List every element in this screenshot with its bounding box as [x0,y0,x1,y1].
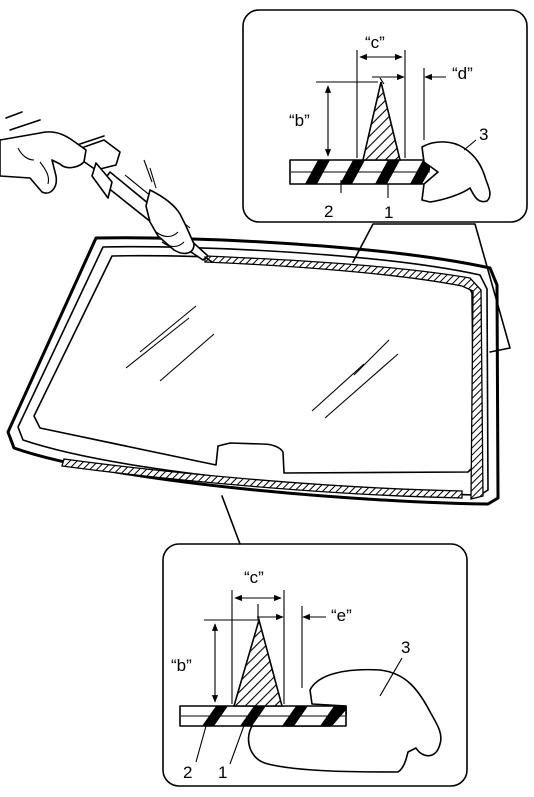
adhesive-bead-bottom [61,458,463,499]
adhesive-bead-section-bottom [232,617,284,707]
label-c-bottom: “c” [244,568,264,587]
label-part-1-top: 1 [384,203,393,222]
label-part-3-top: 3 [479,125,488,144]
label-d-top: “d” [452,64,473,83]
label-b-top: “b” [289,111,310,130]
adhesive-bead-top-right [204,255,484,500]
callout-leaders [221,223,511,545]
adhesive-bead-section-top [361,81,402,161]
label-part-2-bottom: 2 [183,763,192,782]
label-b-bottom: “b” [171,656,192,675]
glass-reflection [125,305,399,419]
bottom-detail-callout: “c” “b” “e” 1 2 3 [162,543,468,787]
label-c-top: “c” [365,33,385,52]
label-part-2-top: 2 [324,202,333,221]
sealant-gun-illustration [0,111,213,263]
top-detail-callout: “c” “b” “d” 1 2 3 [242,9,528,223]
label-e-bottom: “e” [331,606,352,625]
label-part-1-bottom: 1 [218,763,227,782]
windshield [6,236,500,506]
label-part-3-bottom: 3 [401,638,410,657]
